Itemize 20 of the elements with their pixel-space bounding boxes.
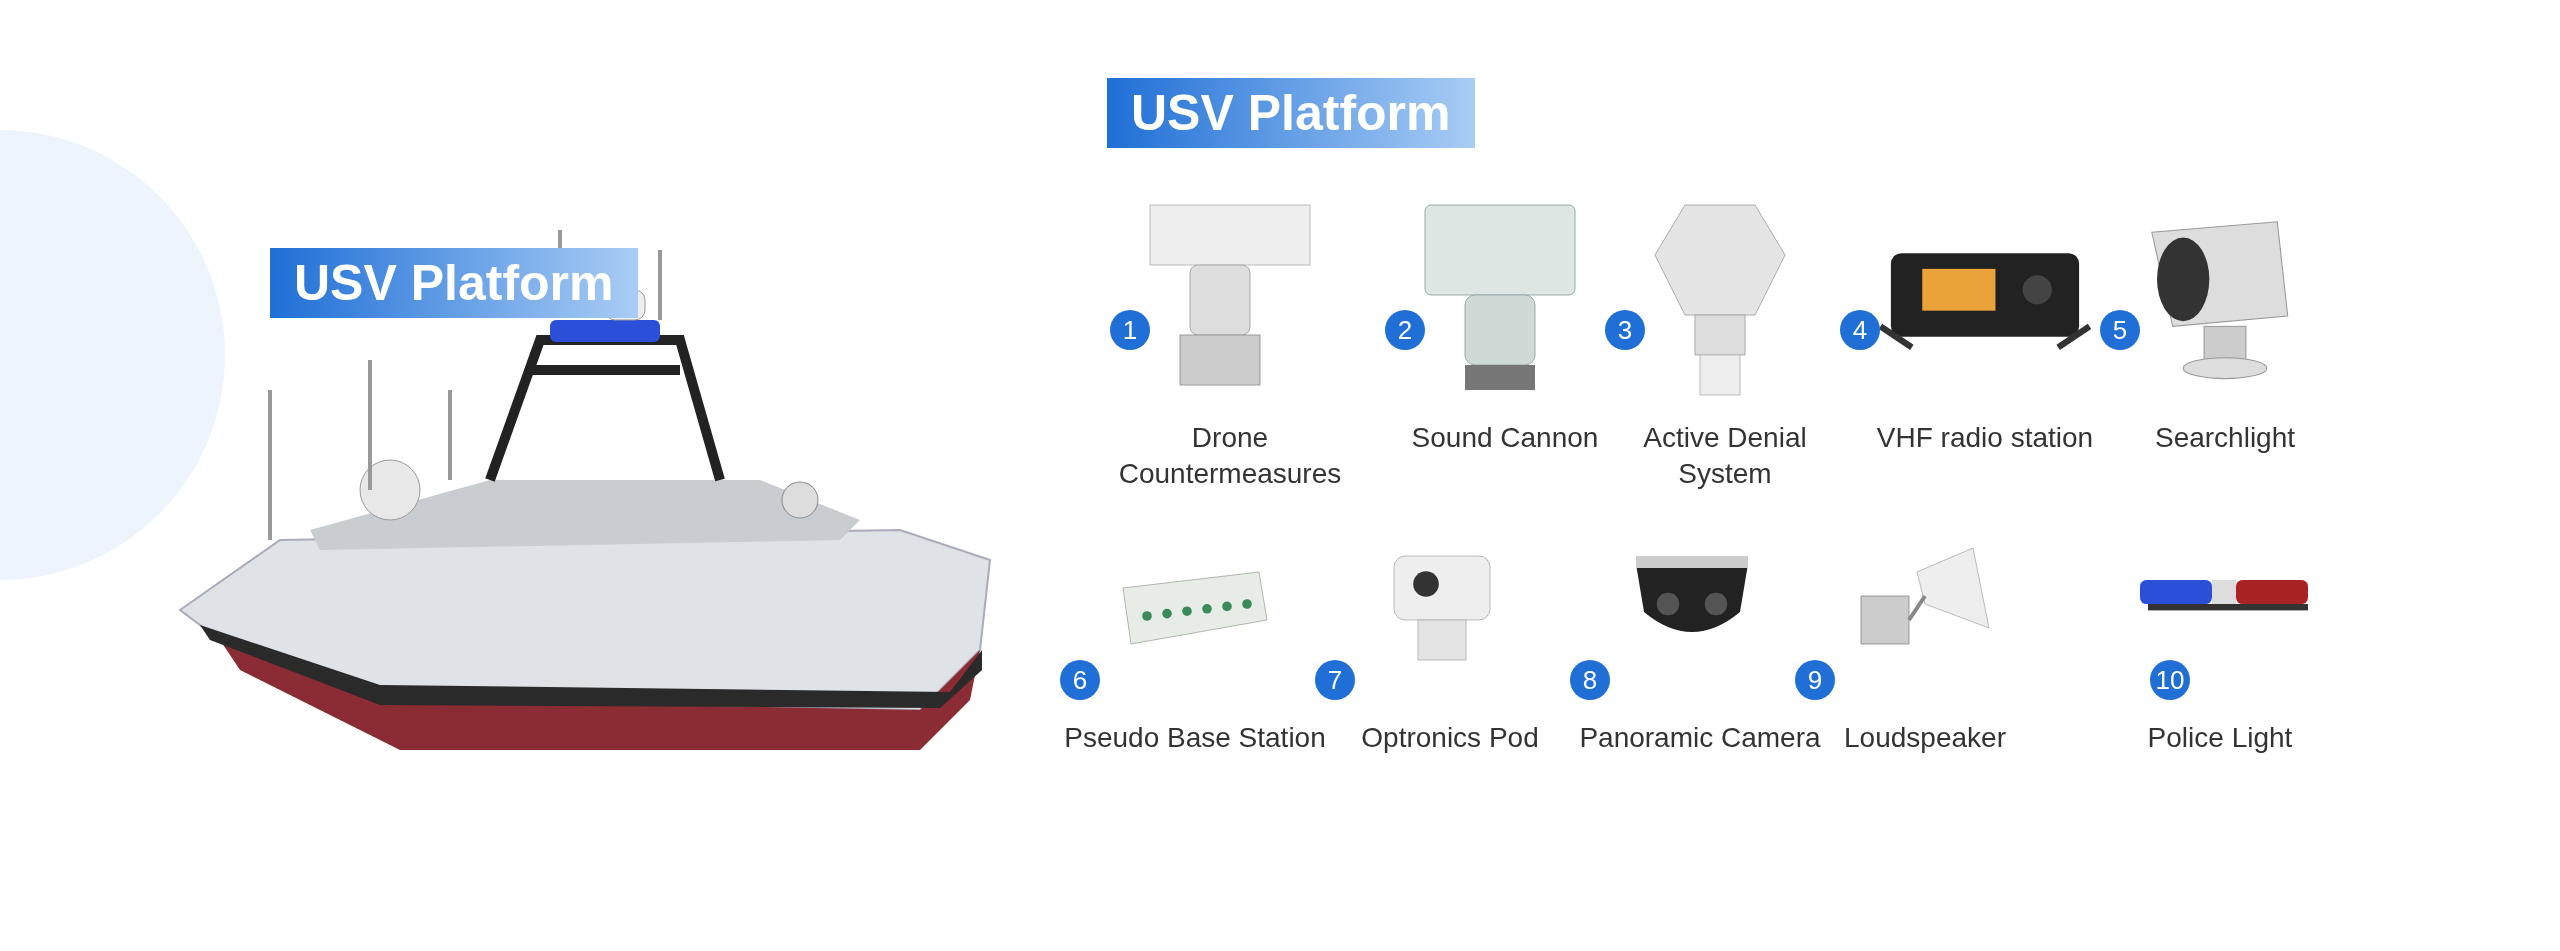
callout-number: 1 <box>1110 310 1150 350</box>
callout-number: 9 <box>1795 660 1835 700</box>
callout-number: 6 <box>1060 660 1100 700</box>
item-caption: Panoramic Camera <box>1578 721 1822 755</box>
heading: USV Platform <box>1107 78 1475 148</box>
callout-number: 7 <box>1315 660 1355 700</box>
heading: USV Platform <box>270 248 638 318</box>
callout-number: 2 <box>1385 310 1425 350</box>
callout-number: 4 <box>1840 310 1880 350</box>
callout-number: 3 <box>1605 310 1645 350</box>
callout-number: 5 <box>2100 310 2140 350</box>
item-caption: Active Denial System <box>1642 421 1808 491</box>
item-caption: VHF radio station <box>1875 421 2095 455</box>
callout-number: 10 <box>2150 660 2190 700</box>
item-caption: Drone Countermeasures <box>1117 421 1343 491</box>
item-caption: Police Light <box>2146 721 2294 755</box>
item-caption: Searchlight <box>2153 421 2297 455</box>
item-caption: Pseudo Base Station <box>1063 721 1327 755</box>
callout-number: 8 <box>1570 660 1610 700</box>
item-caption: Sound Cannon <box>1410 421 1600 455</box>
